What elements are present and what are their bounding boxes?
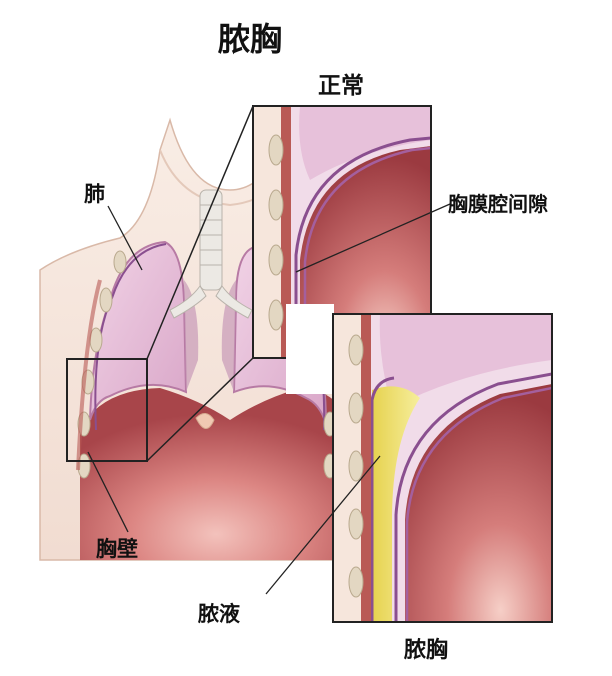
leader-pus [265, 455, 381, 595]
page-title: 脓胸 [218, 20, 283, 58]
leader-chest-wall [87, 451, 129, 533]
highlight-box [66, 358, 148, 462]
label-empyema: 脓胸 [404, 638, 449, 663]
label-lung: 肺 [84, 182, 105, 206]
inset-empyema [333, 314, 552, 622]
label-pus: 脓液 [198, 602, 240, 626]
leader-pleural-space [295, 203, 451, 273]
ribs-left [77, 250, 127, 479]
label-normal: 正常 [318, 73, 364, 99]
inset-empyema-frame [332, 313, 553, 623]
pus-region [372, 386, 420, 622]
leader-lung [107, 205, 143, 271]
label-chest-wall: 胸壁 [96, 537, 138, 561]
label-pleural-space: 胸膜腔间隙 [448, 192, 548, 216]
